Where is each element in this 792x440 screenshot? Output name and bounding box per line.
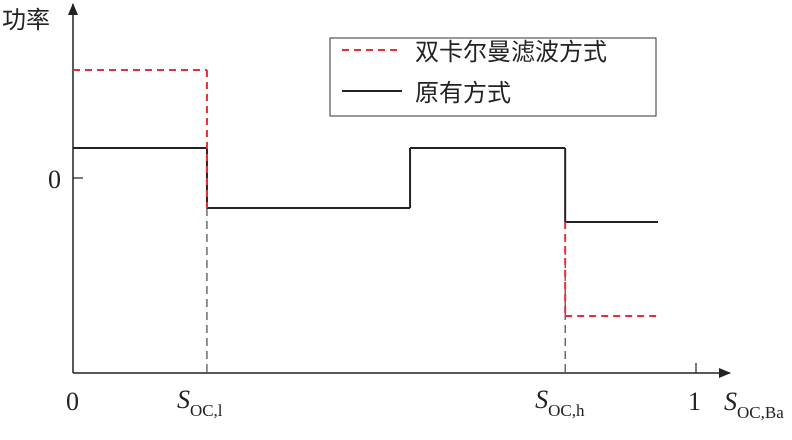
- marker-label-och: SOC,h: [535, 385, 585, 420]
- x-tick-label: 0: [66, 387, 79, 416]
- y-tick-label: 0: [48, 165, 61, 194]
- marker-label-ocl: SOC,l: [177, 385, 223, 420]
- x-tick-label: 1: [688, 387, 701, 416]
- legend: 双卡尔曼滤波方式 原有方式: [329, 37, 657, 117]
- legend-label-1: 原有方式: [415, 79, 511, 107]
- y-axis-label: 功率: [2, 6, 50, 34]
- legend-label-0: 双卡尔曼滤波方式: [415, 38, 607, 66]
- x-axis-label: SOC,Ba: [724, 387, 784, 422]
